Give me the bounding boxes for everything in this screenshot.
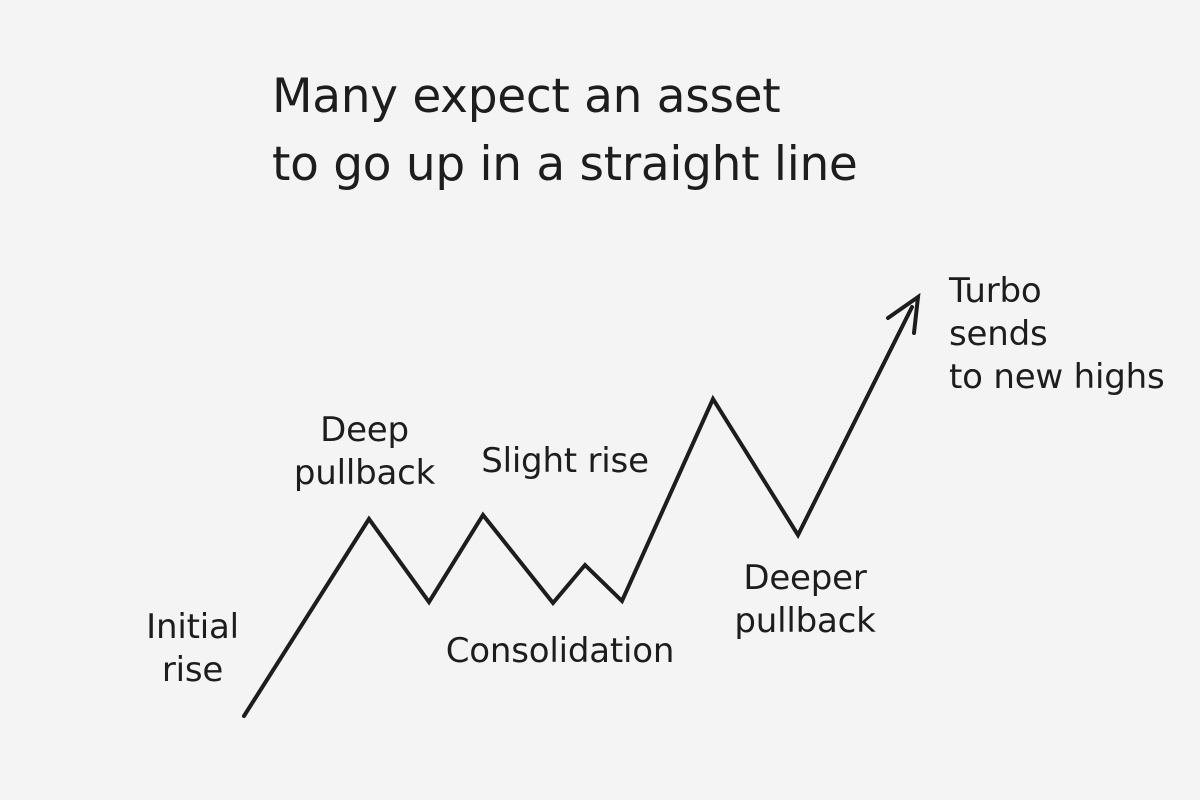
label-turbo-line-2: sends [949, 314, 1048, 354]
label-deep-pullback: Deep pullback [282, 409, 447, 495]
label-deeper-pullback: Deeper pullback [720, 557, 890, 643]
label-turbo-line-3: to new highs [949, 357, 1165, 397]
label-deeper-pullback-line-1: Deeper [743, 558, 867, 598]
label-deep-pullback-line-2: pullback [293, 453, 436, 493]
label-deep-pullback-line-1: Deep [320, 410, 409, 450]
title-line-1: Many expect an asset [272, 69, 781, 124]
label-turbo-line-1: Turbo [949, 271, 1042, 311]
label-slight-rise-line-1: Slight rise [481, 441, 649, 481]
label-slight-rise: Slight rise [470, 440, 660, 483]
price-path-line [242, 305, 914, 718]
label-initial-rise-line-2: rise [161, 650, 224, 690]
label-turbo: Turbo sends to new highs [949, 270, 1189, 399]
label-consolidation: Consolidation [430, 630, 690, 673]
label-consolidation-line-1: Consolidation [445, 631, 675, 671]
arrowhead [886, 292, 921, 335]
title-line-2: to go up in a straight line [272, 137, 858, 192]
label-deeper-pullback-line-2: pullback [734, 601, 876, 641]
label-initial-rise: Initial rise [130, 606, 255, 692]
label-initial-rise-line-1: Initial [146, 607, 239, 647]
